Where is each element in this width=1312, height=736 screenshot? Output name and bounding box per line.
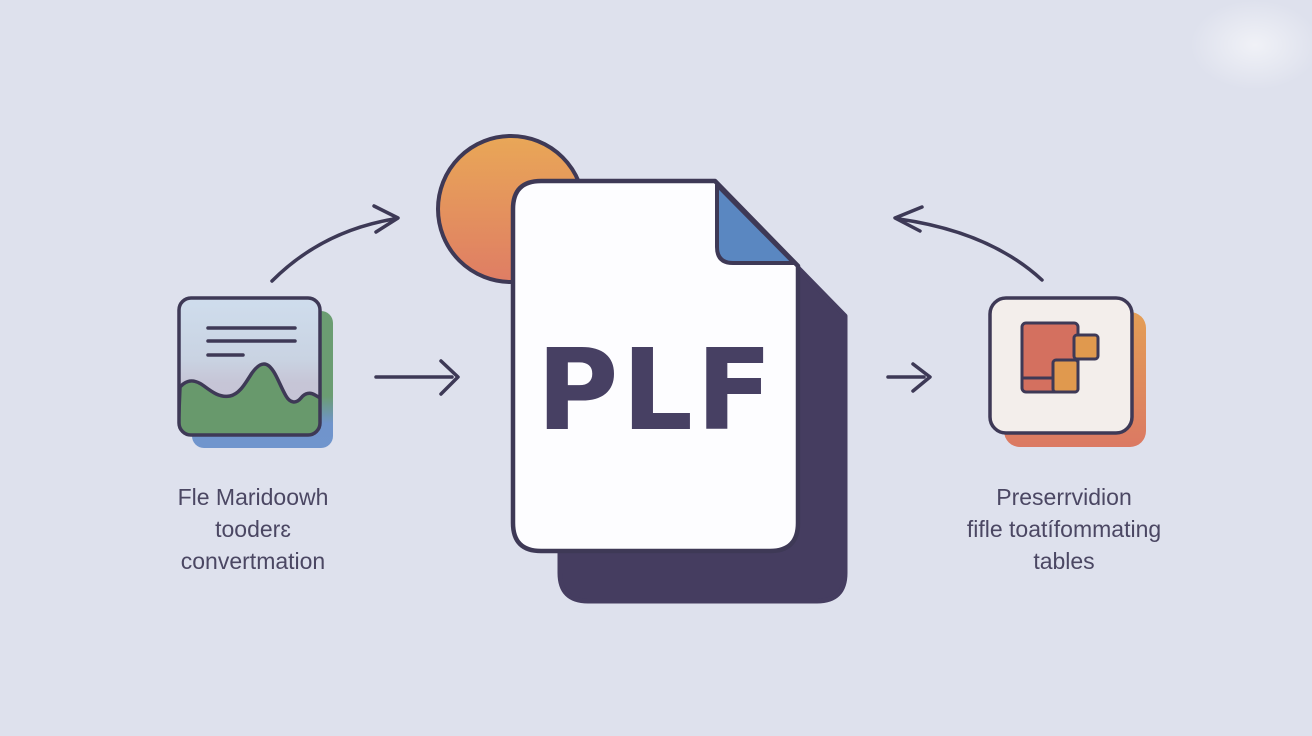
layout-blocks-icon (988, 296, 1146, 447)
left-caption-line-3: convertmation (180, 548, 326, 574)
right-caption: Preserrvidion fifle toatífommating table… (929, 481, 1199, 577)
left-caption: Fle Maridoowh tooderɛ convertmation (123, 481, 383, 577)
straight-arrow-right-icon (886, 362, 932, 393)
right-caption-line-1: Preserrvidion (996, 484, 1132, 510)
tall-orange-block (1051, 358, 1080, 394)
curved-arrow-left-icon (270, 204, 400, 283)
image-document-border (177, 296, 322, 437)
image-document-icon (177, 296, 333, 448)
curved-arrow-right-icon (893, 205, 1044, 282)
right-caption-line-3: tables (1033, 548, 1095, 574)
file-type-label: PLF (536, 326, 776, 456)
small-orange-block (1072, 333, 1100, 361)
left-caption-line-1: Fle Maridoowh (177, 484, 329, 510)
mountain-shape (179, 362, 320, 435)
file-page (510, 178, 801, 554)
plf-file-icon (436, 134, 848, 604)
folded-corner (715, 183, 796, 265)
text-lines (206, 326, 297, 357)
left-caption-line-2: tooderɛ (215, 516, 291, 542)
straight-arrow-left-icon (374, 359, 460, 396)
right-caption-line-2: fifle toatífommating (966, 516, 1162, 542)
